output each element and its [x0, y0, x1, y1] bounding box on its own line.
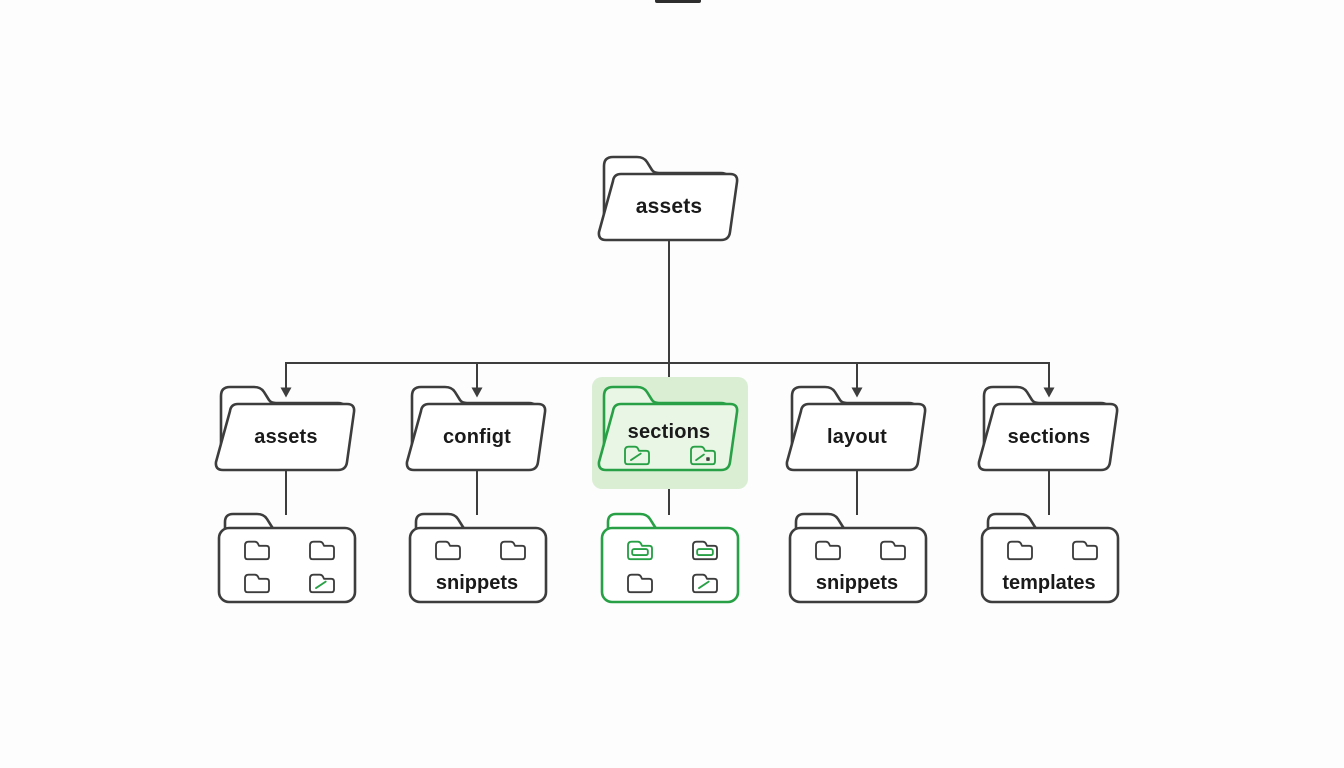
contents-label: snippets — [435, 572, 519, 594]
folder-label: sections — [1007, 426, 1091, 448]
folder-node-sections: sections — [974, 378, 1124, 474]
folder-slash-icon — [690, 571, 720, 595]
folder-label: configt — [442, 426, 512, 448]
folder-label: layout — [826, 426, 888, 448]
folder-node-configt: configt — [402, 378, 552, 474]
folder-box-icon — [408, 512, 548, 604]
folder-label: sections — [627, 421, 711, 443]
root-folder-node: assets — [594, 148, 744, 244]
folder-box-icon — [980, 512, 1120, 604]
folder-icon — [813, 538, 843, 562]
open-folder-icon — [214, 385, 356, 472]
folder-contents-box: snippets — [402, 510, 552, 606]
open-folder-icon — [597, 385, 739, 472]
folder-icon — [1005, 538, 1035, 562]
open-folder-icon — [597, 155, 739, 242]
top-edge-notch — [655, 0, 701, 3]
folder-slash-icon — [622, 443, 652, 467]
folder-box-icon — [217, 512, 357, 604]
folder-contents-box-selected — [594, 510, 744, 606]
contents-label: templates — [1002, 572, 1096, 594]
folder-icon — [625, 571, 655, 595]
folder-bar-green-icon — [625, 538, 655, 562]
folder-label: assets — [254, 426, 318, 448]
folder-icon — [878, 538, 908, 562]
folder-icon — [498, 538, 528, 562]
folder-box-icon — [600, 512, 740, 604]
folder-icon — [242, 538, 272, 562]
open-folder-icon — [977, 385, 1119, 472]
open-folder-icon — [785, 385, 927, 472]
folder-contents-box — [211, 510, 361, 606]
folder-node-sections-selected: sections — [594, 378, 744, 474]
contents-label: snippets — [815, 572, 899, 594]
folder-icon — [307, 538, 337, 562]
folder-slash-icon — [307, 571, 337, 595]
folder-slash-dot-icon — [688, 443, 718, 467]
folder-contents-box: templates — [974, 510, 1124, 606]
folder-icon — [1070, 538, 1100, 562]
folder-node-assets: assets — [211, 378, 361, 474]
folder-box-icon — [788, 512, 928, 604]
root-folder-label: assets — [635, 195, 703, 218]
open-folder-icon — [405, 385, 547, 472]
folder-icon — [433, 538, 463, 562]
folder-bar-icon — [690, 538, 720, 562]
folder-icon — [242, 571, 272, 595]
folder-contents-box: snippets — [782, 510, 932, 606]
folder-node-layout: layout — [782, 378, 932, 474]
